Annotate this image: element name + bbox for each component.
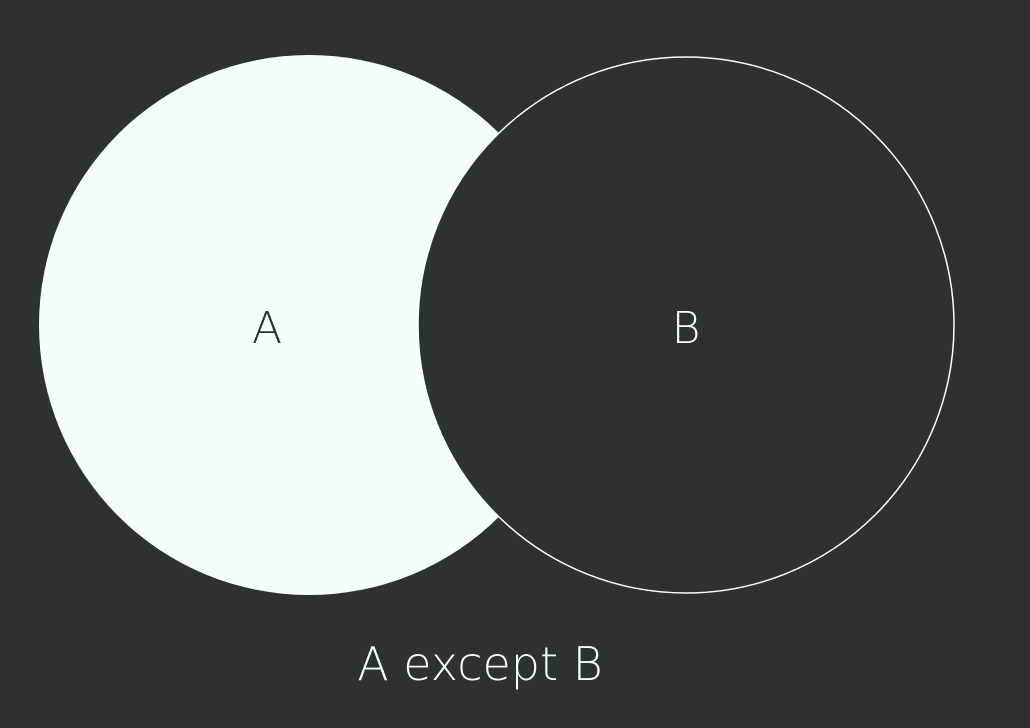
set-b-circle	[417, 56, 955, 594]
set-b-label: B	[672, 303, 701, 354]
set-a-circle	[39, 55, 579, 595]
set-a-label: A	[252, 303, 282, 354]
diagram-caption: A except B	[357, 637, 603, 691]
